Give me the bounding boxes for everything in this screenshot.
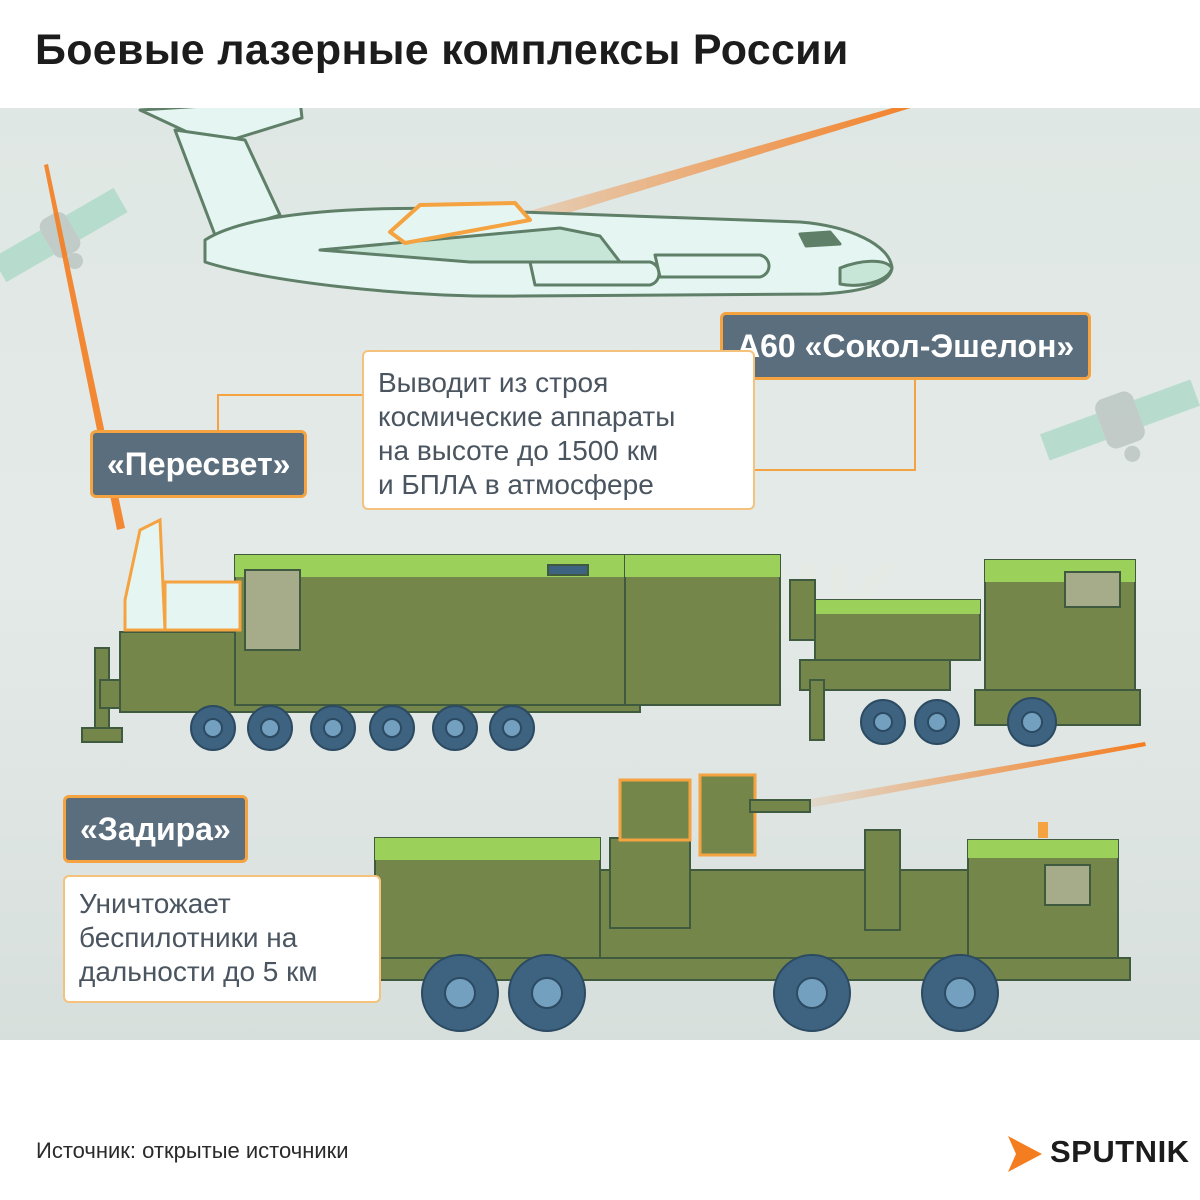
label-sokol-eshelon: А60 «Сокол-Эшелон» <box>720 312 1092 380</box>
description-line: беспилотники на <box>79 922 298 953</box>
description-line: Уничтожает <box>79 888 231 919</box>
truck-icon <box>369 773 1131 981</box>
description-line: Выводит из строя <box>378 367 609 398</box>
page-title: Боевые лазерные комплексы России <box>35 26 849 74</box>
truck-wheels <box>421 954 999 1032</box>
leader-line <box>217 394 365 430</box>
sputnik-logo-icon <box>1008 1136 1042 1172</box>
description-zadira: Уничтожает беспилотники на дальности до … <box>63 875 381 1003</box>
source-note: Источник: открытые источники <box>36 1138 349 1163</box>
label-zadira: «Задира» <box>63 795 248 863</box>
logo-text: SPUTNIK <box>1050 1134 1190 1169</box>
sputnik-logo[interactable]: SPUTNIK <box>1000 1132 1189 1176</box>
leader-line <box>755 380 916 471</box>
description-line: на высоте до 1500 км <box>378 435 659 466</box>
label-peresvet: «Пересвет» <box>90 430 308 498</box>
laser-beam-icon <box>455 108 911 243</box>
aircraft-icon <box>138 108 894 298</box>
truck-icon <box>81 517 1141 743</box>
laser-beam-icon <box>805 742 1146 808</box>
satellite-icon <box>1040 379 1200 462</box>
description-line: и БПЛА в атмосфере <box>378 469 654 500</box>
illustration: SPUTNIK <box>0 108 1200 1040</box>
description-sokol-eshelon: Выводит из строя космические аппараты на… <box>362 350 755 510</box>
description-line: дальности до 5 км <box>79 956 318 987</box>
truck-wheels <box>190 697 1057 751</box>
description-line: космические аппараты <box>378 401 676 432</box>
